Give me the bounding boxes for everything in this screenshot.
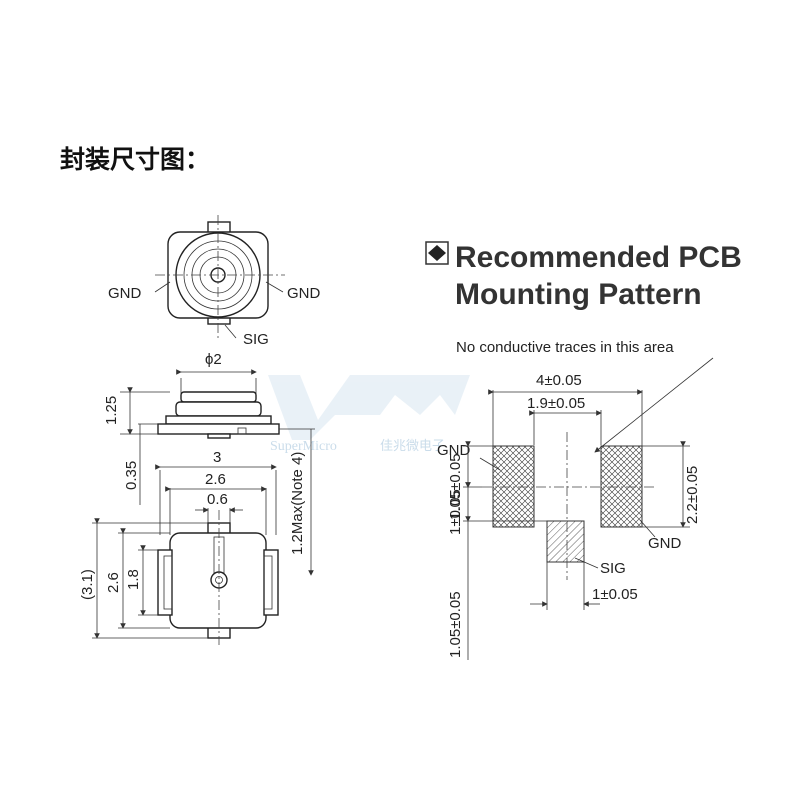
side-view: ϕ2 1.25 0.35 1.2Max(Note 4) [103, 351, 315, 576]
watermark-brand-cn: 佳兆微电子 [380, 439, 445, 454]
side-h2-label: 0.35 [123, 461, 140, 490]
bottom-w06-label: 0.6 [207, 491, 228, 508]
top-gnd-right-label: GND [287, 285, 321, 302]
top-view: GND GND SIG [108, 215, 321, 348]
pcb-d4-label: 4±0.05 [536, 372, 582, 389]
pcb-v22-label: 2.2±0.05 [684, 466, 701, 524]
side-h1-label: 1.25 [103, 396, 120, 425]
pcb-h1-label: 1±0.05 [592, 586, 638, 603]
pcb-gnd-right-label: GND [648, 535, 682, 552]
pcb-pattern: No conductive traces in this area 4±0.05… [437, 339, 714, 660]
pcb-sig-label: SIG [600, 560, 626, 577]
pcb-v1-label: 1±0.05 [447, 489, 464, 535]
pcb-note-label: No conductive traces in this area [456, 339, 674, 356]
watermark-logo: SuperMicro 佳兆微电子 [268, 375, 470, 454]
pcb-v105b-label: 1.05±0.05 [447, 591, 464, 658]
bottom-view: 3 2.6 0.6 (3.1) 2.6 1.8 [79, 449, 279, 645]
gnd-pad-left [492, 445, 535, 528]
bottom-w26-label: 2.6 [205, 471, 226, 488]
side-phi-label: ϕ2 [205, 351, 222, 368]
gnd-pad-right [600, 445, 643, 528]
top-gnd-left-label: GND [108, 285, 142, 302]
bottom-h18-label: 1.8 [125, 569, 142, 590]
top-sig-label: SIG [243, 331, 269, 348]
pcb-title-block: Recommended PCB Mounting Pattern [425, 241, 742, 311]
watermark-brand: SuperMicro [270, 439, 337, 454]
side-max-label: 1.2Max(Note 4) [289, 452, 306, 555]
diamond-icon [428, 245, 446, 261]
bottom-h31-label: (3.1) [79, 569, 96, 600]
page-title: 封装尺寸图： [60, 145, 210, 174]
pcb-gnd-left-label: GND [437, 442, 471, 459]
sig-pad [546, 520, 585, 563]
pcb-title-line1: Recommended PCB [455, 241, 742, 274]
pcb-title-line2: Mounting Pattern [455, 278, 702, 311]
bottom-h26-label: 2.6 [105, 572, 122, 593]
pcb-v105a-label: 1.05±0.05 [447, 453, 464, 520]
bottom-w3-label: 3 [213, 449, 221, 466]
pcb-d19-label: 1.9±0.05 [527, 395, 585, 412]
